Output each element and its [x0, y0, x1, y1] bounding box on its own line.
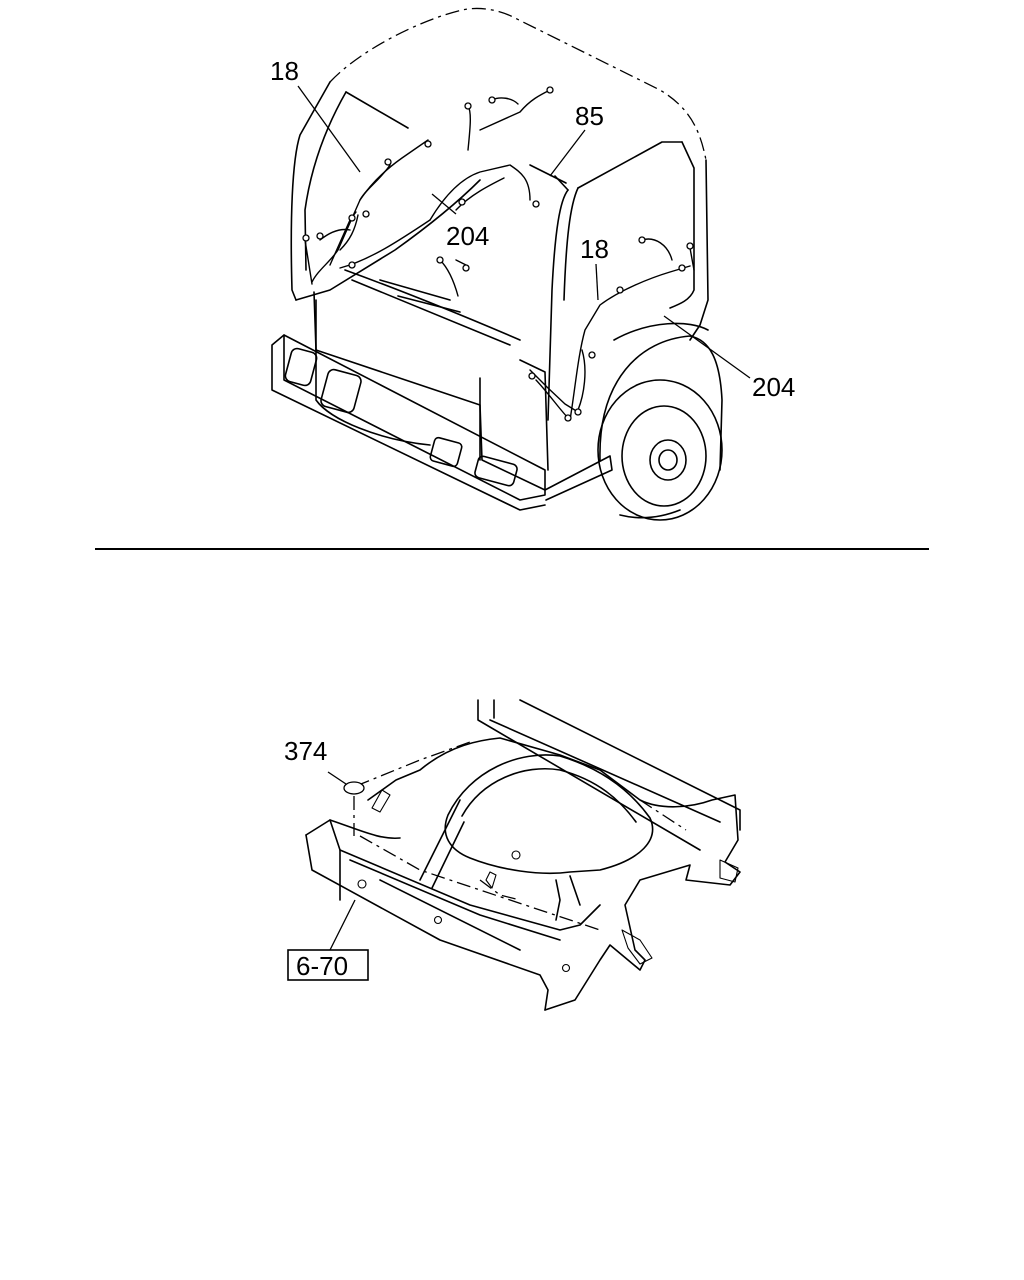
callout-18-left: 18	[270, 56, 299, 86]
ref-leader-line	[329, 899, 356, 951]
wiring-harness	[302, 86, 695, 422]
plug-374	[327, 771, 365, 836]
cab-illustration	[271, 7, 723, 521]
ref-box-6-70[interactable]: 6-70	[287, 949, 369, 981]
callout-18-right: 18	[580, 234, 609, 264]
callout-85: 85	[575, 101, 604, 131]
top-leader-lines	[297, 85, 751, 379]
callout-204-right: 204	[752, 372, 795, 402]
callout-374: 374	[284, 736, 327, 766]
ref-box-label: 6-70	[296, 951, 348, 981]
floor-pan-illustration	[305, 699, 741, 1011]
callout-204-center: 204	[446, 221, 489, 251]
